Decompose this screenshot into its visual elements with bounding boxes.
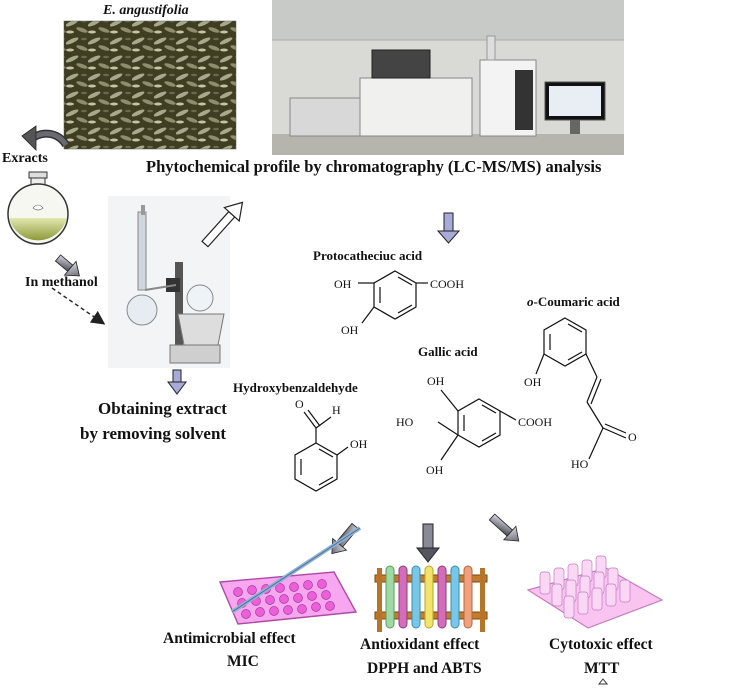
protocatechuic-cooh: COOH	[430, 277, 465, 291]
arrow-to-antioxidant	[415, 523, 441, 563]
antioxidant-label-line2: DPPH and ABTS	[367, 660, 482, 677]
protocatechuic-oh-1: OH	[334, 277, 352, 291]
coumaric-prefix: o	[527, 294, 534, 309]
extracts-label: Exracts	[2, 151, 48, 166]
antioxidant-label-line1: Antioxidant effect	[360, 636, 480, 653]
arrow-evaporator-to-lcms	[201, 201, 244, 248]
extract-flask	[7, 171, 69, 245]
gallic-acid-name: Gallic acid	[418, 344, 478, 359]
protocatechuic-oh-2: OH	[341, 323, 359, 337]
test-tube-rack-illustration	[374, 565, 488, 632]
coumaric-o: O	[628, 430, 637, 444]
protocatechuic-acid-structure	[358, 270, 428, 324]
curved-arrow-plant-to-flask	[21, 125, 70, 151]
dashed-arrow-methanol	[51, 287, 106, 325]
hydroxybenzaldehyde-oh: OH	[350, 437, 368, 451]
hydroxybenzaldehyde-structure	[294, 409, 349, 492]
hydroxybenzaldehyde-h: H	[332, 403, 341, 417]
coumaric-acid-structure	[535, 317, 627, 460]
cytotoxic-label-line1: Cytotoxic effect	[549, 636, 653, 653]
lcms-instrument-photo	[272, 0, 624, 155]
small-triangle-mark	[597, 678, 609, 685]
hydroxybenzaldehyde-name: Hydroxybenzaldehyde	[233, 380, 358, 395]
microplate-illustration	[218, 526, 362, 625]
gallic-acid-structure	[437, 389, 517, 461]
gallic-ho-left: HO	[396, 415, 414, 429]
plant-name: E. angustifolia	[103, 3, 189, 18]
antimicrobial-label-line1: Antimicrobial effect	[163, 630, 296, 647]
coumaric-oh: OH	[524, 375, 542, 389]
arrow-to-cytotoxic	[488, 513, 520, 542]
plant-photo	[63, 20, 237, 150]
arrow-lcms-down	[436, 212, 461, 244]
coumaric-acid-name: o-Coumaric acid	[527, 294, 620, 310]
evaporation-label-line2: by removing solvent	[80, 424, 227, 443]
gallic-cooh: COOH	[518, 415, 553, 429]
evaporation-label-line1: Obtaining extract	[98, 399, 227, 418]
protocatechuic-acid-name: Protocatheciuc acid	[313, 248, 423, 263]
tube-plate-illustration	[526, 555, 664, 629]
arrow-flask-to-evaporator	[54, 254, 80, 277]
rotary-evaporator	[108, 196, 230, 368]
cytotoxic-label-line2: MTT	[584, 660, 620, 677]
antimicrobial-label-line2: MIC	[227, 653, 259, 670]
gallic-oh-bottom: OH	[426, 463, 444, 477]
hydroxybenzaldehyde-o: O	[295, 397, 304, 411]
coumaric-ho: HO	[571, 457, 589, 471]
solvent-label: In methanol	[25, 275, 98, 290]
coumaric-name: -Coumaric acid	[533, 294, 620, 309]
arrow-evaporator-down	[167, 369, 187, 395]
gallic-oh-top: OH	[427, 374, 445, 388]
lcms-analysis-label: Phytochemical profile by chromatography …	[146, 157, 602, 176]
